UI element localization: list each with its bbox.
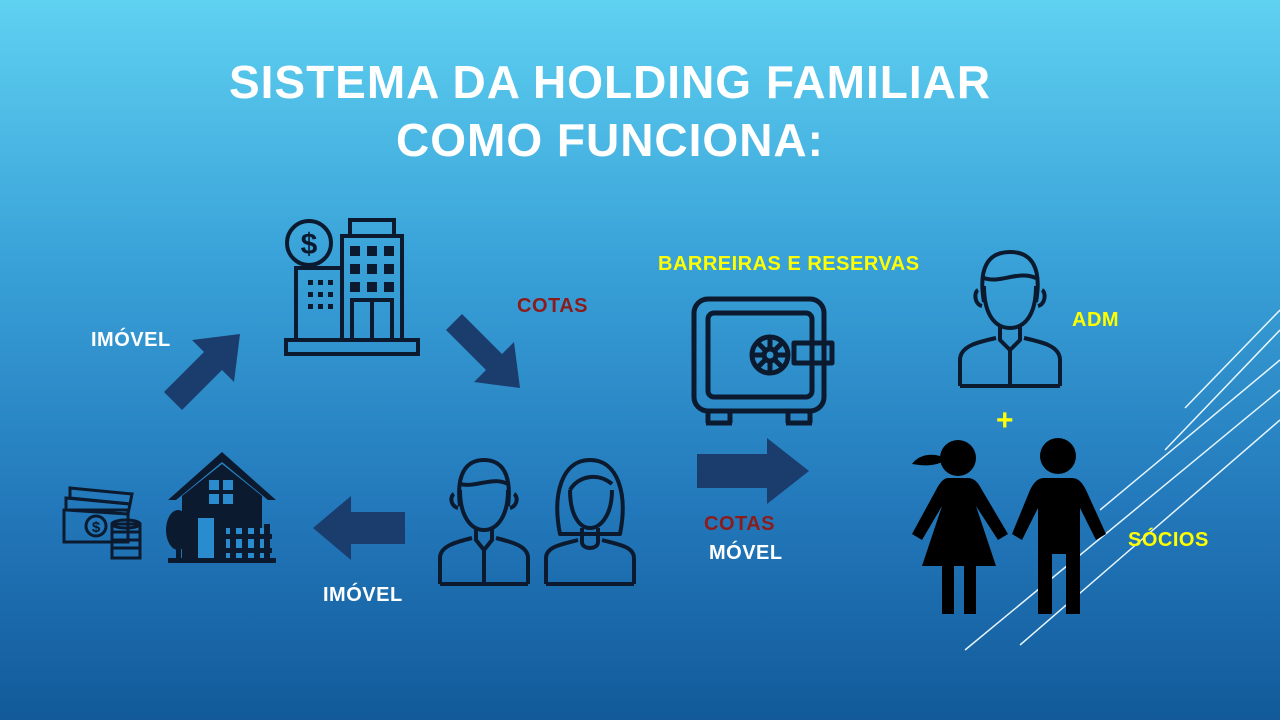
svg-text:$: $	[92, 519, 101, 536]
label-plus: +	[996, 404, 1015, 437]
money-bills-coins-icon: $	[62, 486, 142, 560]
label-cotas-top: COTAS	[517, 295, 589, 317]
label-imovel-bottom: IMÓVEL	[323, 584, 403, 606]
label-imovel-top: IMÓVEL	[91, 329, 171, 351]
safe-icon	[691, 296, 835, 426]
svg-text:$: $	[301, 228, 318, 261]
man-avatar-icon	[438, 458, 530, 586]
label-cotas-bottom: COTAS	[704, 513, 776, 535]
house-icon	[166, 452, 276, 563]
office-building-icon: $	[284, 218, 420, 356]
slide-title-line2: COMO FUNCIONA:	[396, 114, 824, 166]
arrow-up-right-icon	[164, 334, 240, 410]
slide-title-line1: SISTEMA DA HOLDING FAMILIAR	[228, 56, 992, 108]
arrow-down-right-icon	[446, 314, 520, 388]
arrow-left-icon	[313, 496, 405, 560]
label-socios: SÓCIOS	[1128, 529, 1209, 551]
woman-avatar-icon	[544, 458, 636, 586]
children-silhouette-icon	[912, 438, 1106, 614]
label-adm: ADM	[1072, 309, 1120, 331]
decorative-lines	[964, 309, 1280, 651]
admin-avatar-icon	[958, 250, 1062, 388]
label-movel: MÓVEL	[709, 542, 783, 564]
arrow-right-icon	[697, 438, 809, 504]
label-barreiras-reservas: BARREIRAS E RESERVAS	[658, 253, 920, 275]
